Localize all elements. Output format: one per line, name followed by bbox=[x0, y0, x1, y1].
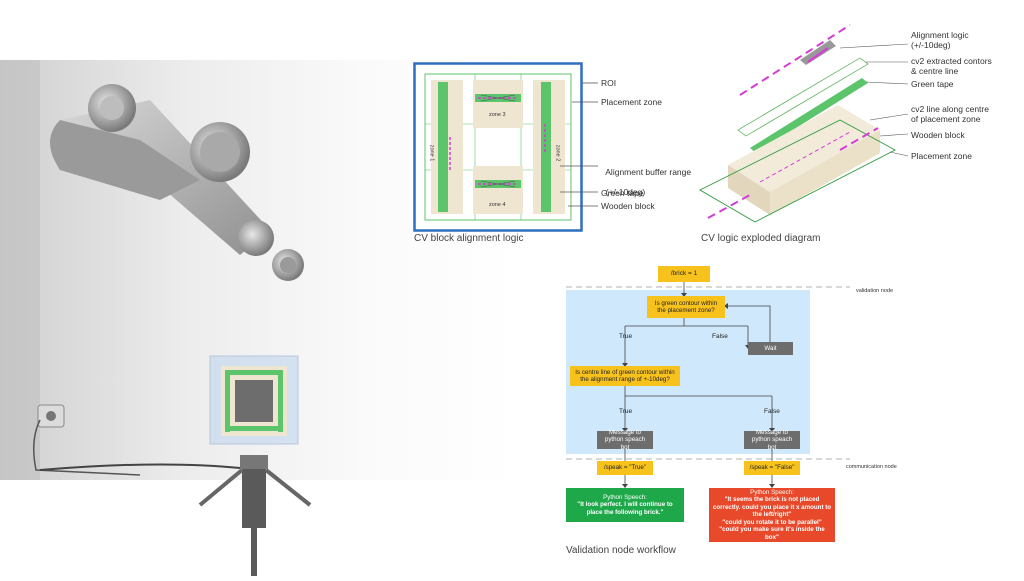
exploded-diagram bbox=[690, 10, 910, 230]
question-centreline-node: Is centre line of green contour within t… bbox=[570, 366, 680, 386]
speech-false-node: Python Speech: "It seems the brick is no… bbox=[709, 488, 835, 542]
cv-block-caption: CV block alignment logic bbox=[414, 233, 524, 244]
speech-false-title: Python Speech: bbox=[750, 488, 794, 496]
alignment-logic-label: Alignment logic (+/-10deg) bbox=[911, 30, 969, 50]
roi-label: ROI bbox=[601, 78, 617, 88]
cv-block-diagram: zone 3 zone 4 zone 1 zone 2 bbox=[413, 62, 583, 232]
communication-node-label: communication node bbox=[846, 464, 897, 470]
zone-3-label: zone 3 bbox=[489, 112, 506, 118]
speech-true-text: "It look perfect. I will continue to pla… bbox=[577, 501, 673, 516]
speech-true-node: Python Speech: "It look perfect. I will … bbox=[566, 488, 684, 522]
speech-false-line3: "could you make sure it's inside the box… bbox=[719, 526, 825, 541]
robot-arm bbox=[50, 84, 304, 281]
zone-4-label: zone 4 bbox=[489, 202, 506, 208]
false-label-2: False bbox=[764, 408, 780, 415]
speech-false-line1: "It seems the brick is not placed correc… bbox=[712, 496, 832, 519]
question-contour-node: Is green contour within the placement zo… bbox=[647, 296, 725, 318]
camera-stand bbox=[198, 455, 312, 576]
brick-node: /brick = 1 bbox=[658, 266, 710, 282]
cv2-contours-label: cv2 extracted contors & centre line bbox=[911, 56, 992, 76]
exploded-caption: CV logic exploded diagram bbox=[701, 233, 821, 244]
workflow-caption: Validation node workflow bbox=[566, 545, 676, 556]
wait-node: Wait bbox=[748, 342, 793, 355]
message-false-node: Message to python speach bot bbox=[744, 429, 800, 451]
exploded-wooden-block-label: Wooden block bbox=[911, 130, 965, 140]
exploded-green-tape-label: Green tape bbox=[911, 79, 954, 89]
green-tape-label: Green tape bbox=[601, 188, 644, 198]
alignment-buffer-label: Alignment buffer range (+/-10deg) bbox=[601, 157, 691, 197]
wooden-block-label: Wooden block bbox=[601, 201, 655, 211]
exploded-placement-zone-label: Placement zone bbox=[911, 151, 972, 161]
alignment-buffer-line1: Alignment buffer range bbox=[605, 167, 692, 177]
false-label-1: False bbox=[712, 333, 728, 340]
alignment-buffer-line2: (+/-10deg) bbox=[605, 187, 646, 197]
true-label-1: True bbox=[619, 333, 633, 340]
speak-false-node: /speak = "False" bbox=[744, 461, 800, 475]
speak-true-node: /speak = "True" bbox=[597, 461, 653, 475]
message-true-node: Message to python speach bot bbox=[597, 429, 653, 451]
speech-false-line2: "could you rotate it to be parallel" bbox=[722, 518, 822, 526]
true-label-2: True bbox=[619, 408, 633, 415]
validation-node-label: validation node bbox=[856, 288, 894, 294]
cv-block-leaders bbox=[560, 82, 598, 207]
cv2-line-label: cv2 line along centre of placement zone bbox=[911, 104, 989, 124]
placement-zone-label: Placement zone bbox=[601, 97, 662, 107]
speech-true-title: Python Speech: bbox=[603, 493, 647, 501]
